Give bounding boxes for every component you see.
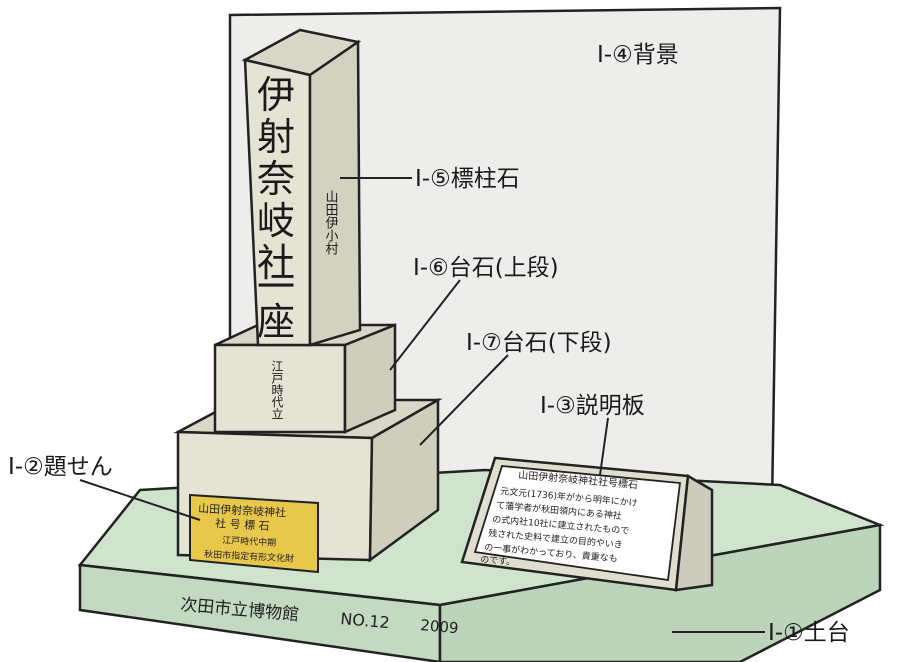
explanation-board: 山田伊射奈岐神社社号標石 元文元(1736)年がから明年にかけ て藩学者が秋田領… — [460, 456, 714, 592]
label-lower-base: Ⅰ-⑦台石(下段) — [466, 330, 612, 356]
leader-plaque — [79, 479, 201, 521]
pillar-char-2: 射 — [257, 115, 295, 159]
label-pillar: Ⅰ-⑤標柱石 — [415, 166, 520, 192]
leader-lines — [79, 177, 765, 633]
pillar-char-5: 社 — [257, 241, 295, 285]
title-plaque: 山田伊射奈岐神社 社 号 標 石 江戸時代中期 秋田市指定有形文化財 — [189, 493, 319, 574]
label-background: Ⅰ-④背景 — [597, 42, 679, 68]
label-plaque: Ⅰ-②題せん — [8, 454, 113, 480]
pillar-char-6: 一 — [257, 265, 295, 309]
pillar-stone — [241, 28, 362, 347]
label-upper-base: Ⅰ-⑥台石(上段) — [413, 255, 559, 281]
pillar-char-3: 奈 — [257, 157, 295, 201]
label-board: Ⅰ-③説明板 — [540, 393, 645, 419]
board-line-6: のです。 — [480, 554, 516, 568]
leader-board — [599, 417, 609, 476]
pillar-char-1: 伊 — [257, 73, 295, 117]
platform-year-text: 2009 — [420, 616, 460, 637]
leader-upper-base — [389, 279, 461, 371]
pillar-char-7: 座 — [257, 300, 295, 344]
upper-base-inscription: 江戸時代立 — [270, 360, 284, 420]
label-platform: Ⅰ-①土台 — [768, 620, 850, 646]
plaque-line-3: 江戸時代中期 — [222, 534, 277, 549]
pillar-side-inscription: 山田伊小村 — [323, 190, 339, 255]
platform-number-text: NO.12 — [340, 609, 391, 632]
leader-lower-base — [419, 354, 509, 446]
plaque-line-2: 社 号 標 石 — [215, 516, 270, 533]
plaque-line-1: 山田伊射奈岐神社 — [198, 501, 287, 520]
pillar-char-4: 岐 — [257, 199, 295, 243]
pillar-inscription: 伊 射 奈 岐 社 一 座 — [257, 73, 295, 344]
